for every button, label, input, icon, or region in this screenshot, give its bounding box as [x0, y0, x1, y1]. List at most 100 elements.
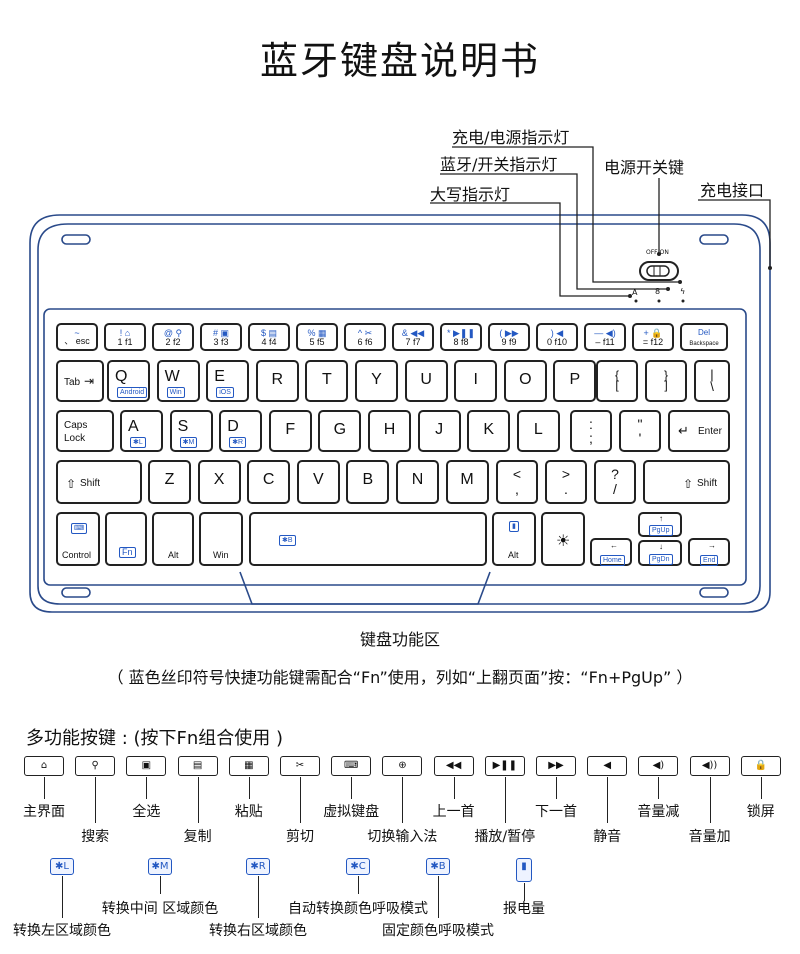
legend-icon-key: ⌨ — [331, 756, 372, 776]
space-key[interactable]: ✱B — [249, 512, 487, 566]
left-shift-key[interactable]: ⇧ Shift — [56, 460, 142, 504]
key-f5[interactable]: % ▦5 f5 — [296, 323, 338, 351]
key-f3[interactable]: # ▣3 f3 — [200, 323, 242, 351]
legend-icon-key: ▣ — [126, 756, 167, 776]
comma-key[interactable]: <, — [496, 460, 538, 504]
key-n[interactable]: N — [396, 460, 439, 504]
key-u[interactable]: U — [404, 360, 448, 402]
key-f1[interactable]: ! ⌂1 f1 — [104, 323, 146, 351]
sun-icon: ☀ — [556, 533, 571, 550]
key-l[interactable]: L — [516, 410, 560, 452]
legend-label: 转换右区域颜色 — [209, 923, 307, 939]
legend-icon-key: ⚲ — [75, 756, 116, 776]
legend-label: 播放/暂停 — [474, 829, 536, 845]
key-f[interactable]: F — [268, 410, 312, 452]
battery-icon: ▮ — [509, 521, 519, 532]
caps-lock-key[interactable]: Caps Lock — [56, 410, 114, 452]
key-esc[interactable]: ~、 esc — [56, 323, 98, 351]
callout-caps-led: 大写指示灯 — [430, 185, 511, 204]
legend-label: 转换中间 区域颜色 — [101, 901, 219, 917]
enter-arrow-icon: ↵ — [678, 423, 689, 438]
quote-key[interactable]: "' — [619, 410, 661, 452]
home-key[interactable]: ← Home — [590, 538, 632, 566]
right-alt-key[interactable]: ▮ Alt — [492, 512, 536, 566]
slash-key[interactable]: ?/ — [594, 460, 636, 504]
legend-line — [760, 777, 762, 799]
key-r[interactable]: R — [255, 360, 299, 402]
semicolon-key[interactable]: :; — [570, 410, 612, 452]
key-h[interactable]: H — [368, 410, 411, 452]
key-y[interactable]: Y — [355, 360, 398, 402]
enter-key[interactable]: ↵ Enter — [668, 410, 730, 452]
key-f11[interactable]: — ◀)– f11 — [584, 323, 626, 351]
period-key[interactable]: >. — [545, 460, 587, 504]
shift-arrow-icon: ⇧ — [66, 477, 77, 491]
legend-line — [709, 777, 711, 823]
key-s[interactable]: S✱M — [169, 410, 213, 452]
legend-icon-key: ✂ — [280, 756, 320, 776]
legend-icon-key: ⌂ — [24, 756, 64, 776]
off-on-label: OFF/ON — [646, 249, 669, 256]
key-g[interactable]: G — [318, 410, 362, 452]
key-o[interactable]: O — [503, 360, 547, 402]
key-m[interactable]: M — [445, 460, 489, 504]
legend-line — [197, 777, 199, 823]
legend-label: 转换左区域颜色 — [13, 923, 111, 939]
key-f12[interactable]: + 🔒= f12 — [632, 323, 674, 351]
pipe-key[interactable]: |\ — [694, 360, 730, 402]
key-t[interactable]: T — [305, 360, 349, 402]
key-x[interactable]: X — [197, 460, 241, 504]
fn-key[interactable]: Fn — [105, 512, 147, 566]
right-shift-key[interactable]: ⇧ Shift — [643, 460, 730, 504]
win-key[interactable]: Win — [199, 512, 243, 566]
legend-icon-key: ⊕ — [382, 756, 423, 776]
pgdn-key[interactable]: ↓ PgDn — [638, 540, 682, 566]
legend-line — [402, 777, 404, 823]
key-f7[interactable]: & ◀◀7 f7 — [392, 323, 434, 351]
brace-left-key[interactable]: {[ — [596, 360, 638, 402]
key-d[interactable]: D✱R — [219, 410, 263, 452]
legend-blue-key: ✱M — [148, 858, 172, 875]
legend-line — [95, 777, 97, 823]
legend-label: 切换输入法 — [367, 829, 438, 845]
key-f8[interactable]: * ▶❚❚8 f8 — [440, 323, 482, 351]
key-f6[interactable]: ^ ✂6 f6 — [344, 323, 386, 351]
legend-label: 静音 — [593, 829, 622, 845]
legend-label: 虚拟键盘 — [323, 804, 380, 820]
key-c[interactable]: C — [247, 460, 291, 504]
keyboard-caption: 键盘功能区 — [359, 630, 440, 649]
key-f9[interactable]: ( ▶▶9 f9 — [488, 323, 530, 351]
brace-right-key[interactable]: }] — [645, 360, 687, 402]
key-f2[interactable]: @ ⚲2 f2 — [152, 323, 194, 351]
tab-arrow-icon: ⇥ — [84, 374, 95, 388]
key-b[interactable]: B — [346, 460, 390, 504]
legend-icon-key: ▤ — [177, 756, 218, 776]
pgup-key[interactable]: ↑ PgUp — [638, 512, 682, 537]
key-v[interactable]: V — [296, 460, 340, 504]
key-a[interactable]: A✱L — [120, 410, 163, 452]
backlight-key[interactable]: ☀ — [541, 512, 585, 566]
end-key[interactable]: → End — [688, 538, 730, 566]
left-alt-key[interactable]: Alt — [152, 512, 194, 566]
key-f4[interactable]: $ ▤4 f4 — [248, 323, 290, 351]
key-z[interactable]: Z — [148, 460, 191, 504]
key-j[interactable]: J — [417, 410, 461, 452]
legend-line — [607, 777, 609, 823]
callout-power-switch: 电源开关键 — [604, 158, 685, 177]
key-i[interactable]: I — [454, 360, 498, 402]
bluetooth-led-icon: 8 — [655, 287, 661, 296]
key-p[interactable]: P — [553, 360, 597, 402]
legend-icon-key: ◀ — [587, 756, 628, 776]
key-k[interactable]: K — [467, 410, 511, 452]
legend-icon-key: ◀)) — [689, 756, 730, 776]
legend-line — [556, 777, 557, 799]
control-key[interactable]: ⌨ Control — [56, 512, 100, 566]
legend-line — [453, 777, 455, 799]
key-f10[interactable]: ) ◀0 f10 — [536, 323, 578, 351]
legend-blue-key: ✱R — [246, 858, 270, 875]
tab-key[interactable]: Tab ⇥ — [56, 360, 104, 402]
